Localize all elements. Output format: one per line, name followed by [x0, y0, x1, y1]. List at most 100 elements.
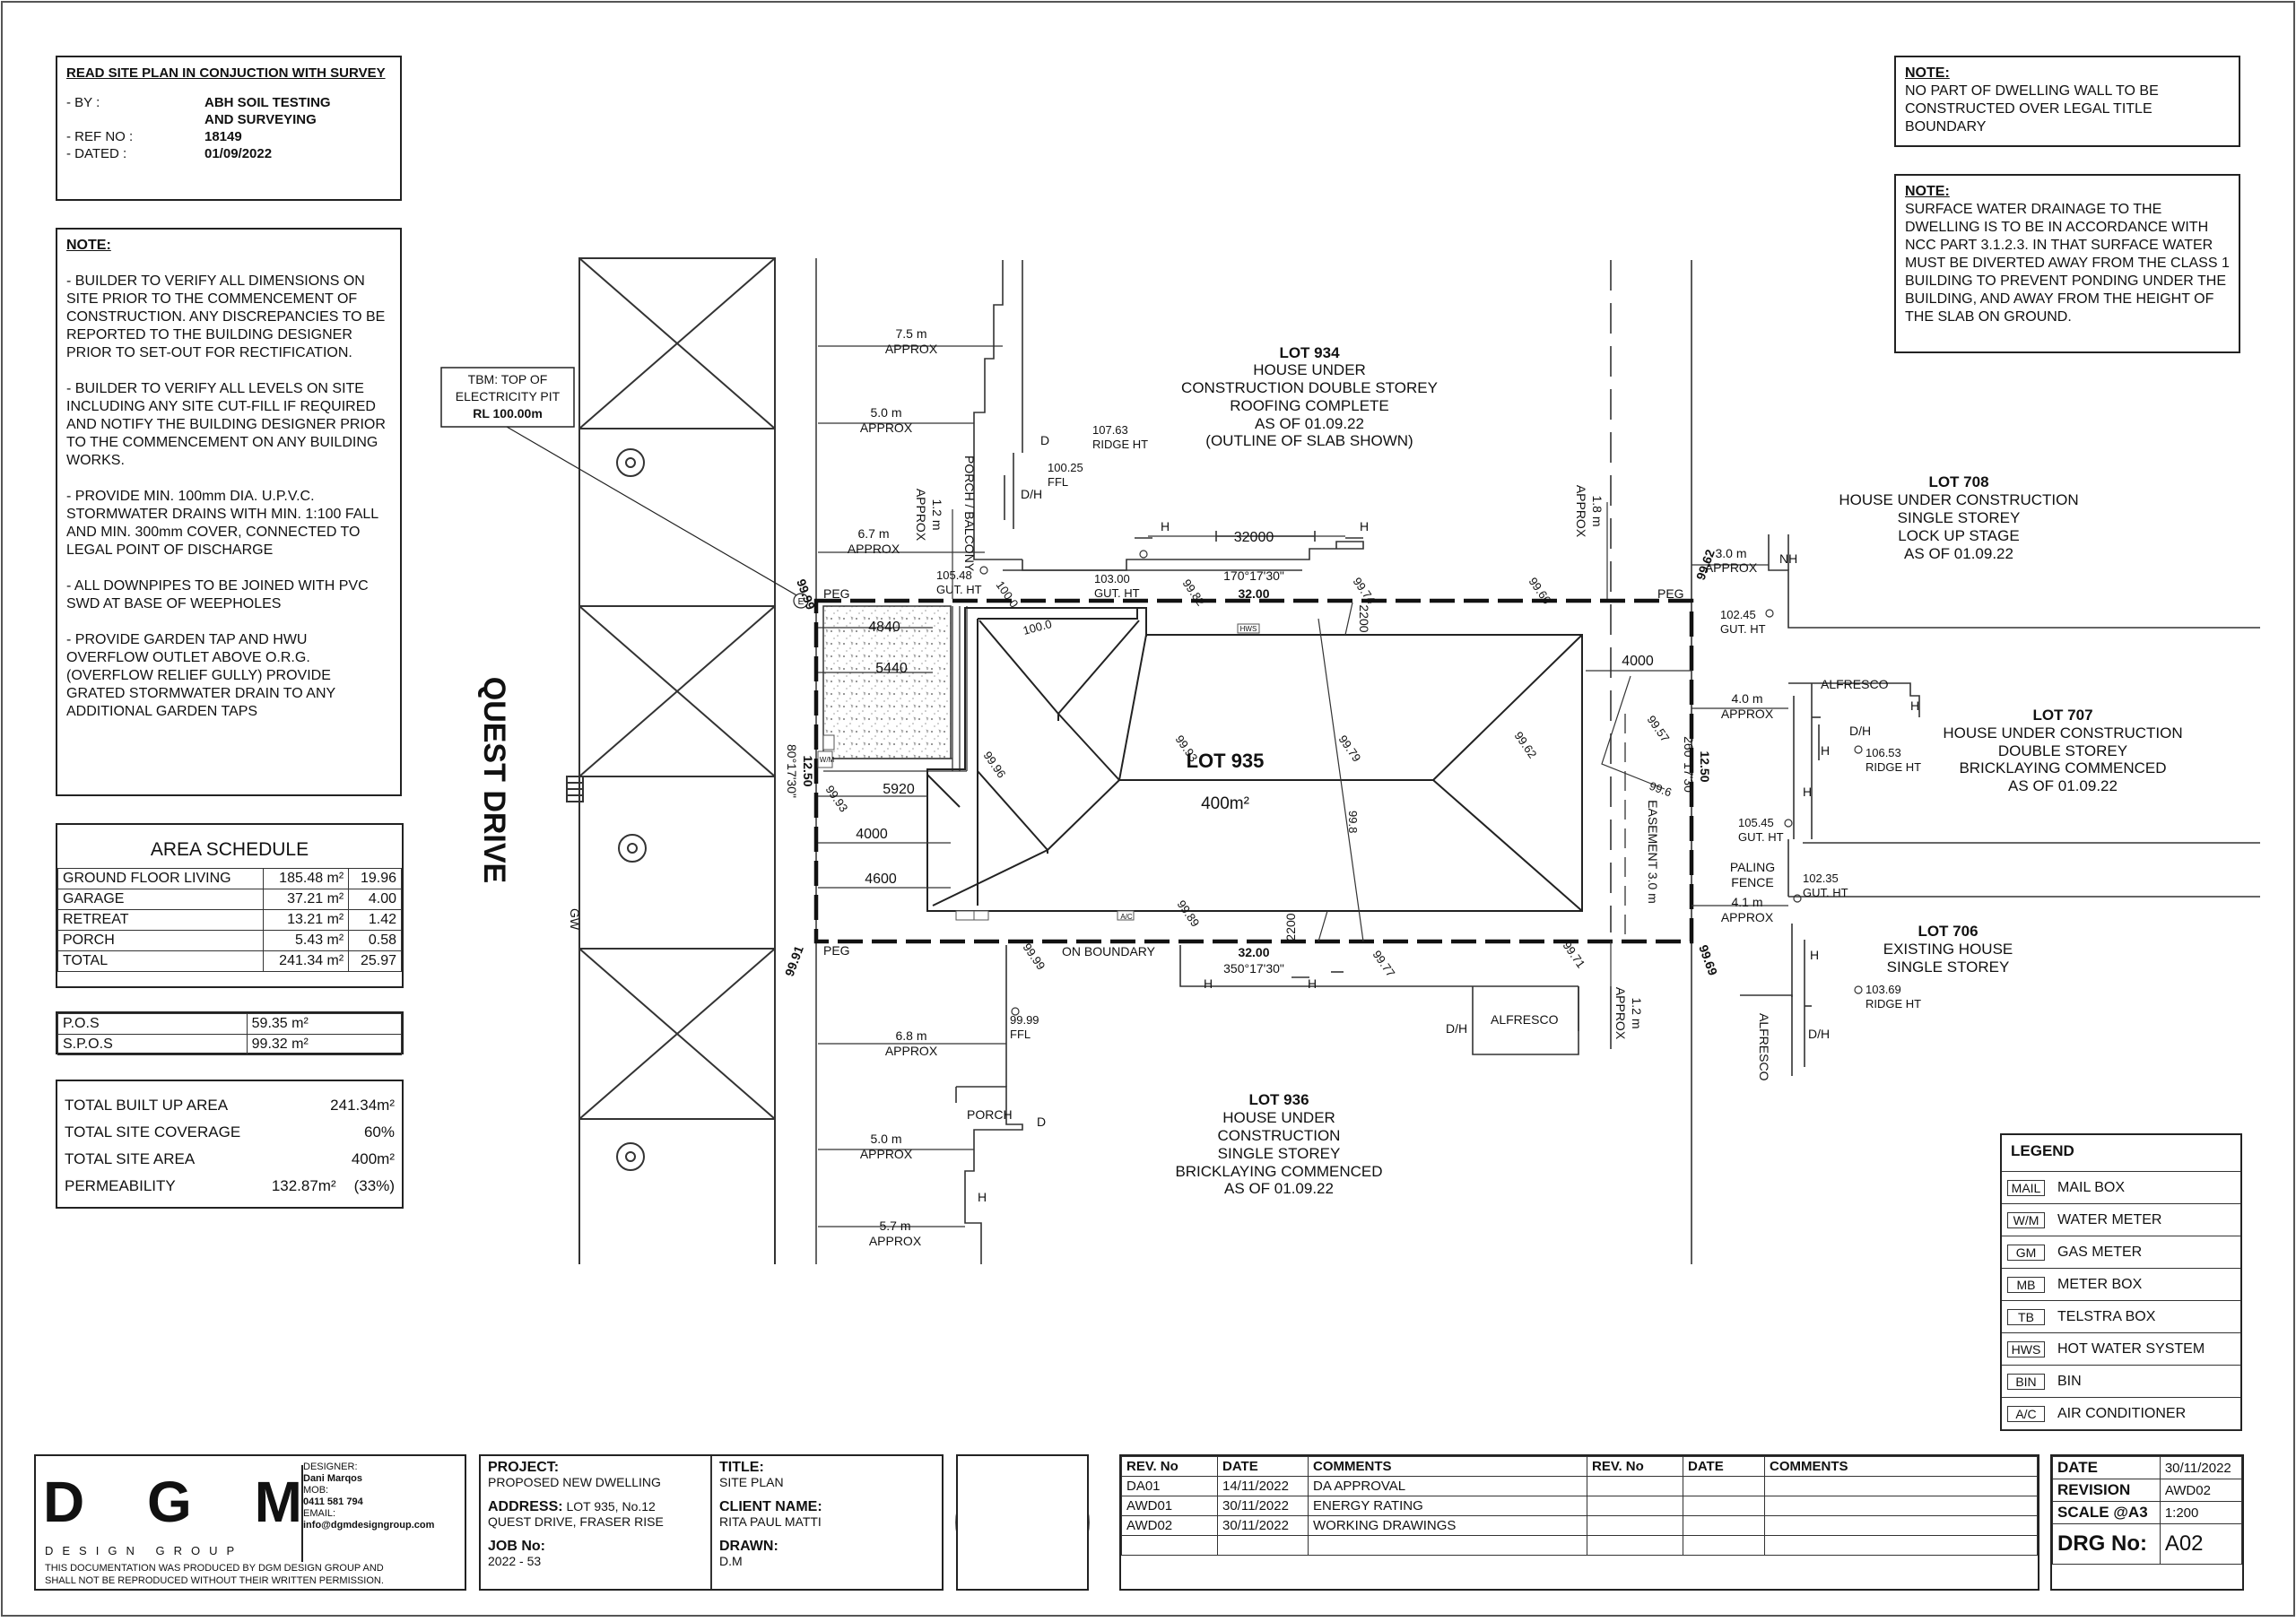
lot-936-line-6: AS OF 01.09.22 — [1224, 1180, 1334, 1197]
peg-ne: PEG — [1657, 586, 1684, 601]
lot-706-title: LOT 706 — [1918, 923, 1978, 940]
date-header: DATE — [1217, 1456, 1309, 1477]
area-squares: 19.96 — [348, 868, 402, 889]
setback-5-7-approx: APPROX — [869, 1234, 922, 1248]
legend-symbol: BIN — [2007, 1373, 2045, 1390]
rev-comment-cell: DA APPROVAL — [1308, 1476, 1587, 1496]
peg-sw: PEG — [823, 943, 850, 958]
lot-935-boundary — [813, 598, 1694, 944]
area-name: GARAGE — [57, 889, 264, 910]
lot-707-line-3: DOUBLE STOREY — [1998, 742, 2127, 759]
lot-936-line-5: BRICKLAYING COMMENCED — [1175, 1163, 1382, 1180]
level-105-48: 105.48 — [936, 568, 972, 582]
rev-cell: DA01 — [1121, 1476, 1218, 1496]
total-built-up-label: TOTAL BUILT UP AREA — [65, 1097, 229, 1114]
svg-text:E: E — [798, 597, 804, 607]
permeability-percent: (33%) — [353, 1177, 395, 1194]
legend-item: TB TELSTRA BOX — [2002, 1301, 2240, 1333]
by-label: - BY : — [66, 95, 100, 110]
revision-value: AWD02 — [2159, 1479, 2243, 1502]
table-row — [1121, 1535, 2038, 1556]
lot-935-label: LOT 935 — [1187, 750, 1265, 772]
lot-936-title: LOT 936 — [1248, 1091, 1309, 1108]
h-mark-6: H — [1810, 948, 1819, 962]
level-gut-ht-4: GUT. HT — [1738, 830, 1784, 844]
setback-6-8-approx: APPROX — [885, 1044, 938, 1058]
setback-5-0-bottom: 5.0 m — [870, 1132, 901, 1146]
dim-4000-left: 4000 — [856, 827, 888, 842]
rev-comment-cell: WORKING DRAWINGS — [1308, 1515, 1587, 1536]
spos-name: S.P.O.S — [57, 1034, 248, 1055]
project-label: PROJECT: — [488, 1460, 560, 1475]
area-name: PORCH — [57, 930, 264, 951]
level-103-00: 103.00 — [1094, 572, 1130, 585]
level-99-79: 99.79 — [1336, 733, 1364, 764]
builder-note-item-2: - BUILDER TO VERIFY ALL LEVELS ON SITE I… — [66, 381, 386, 468]
legend-symbol: TB — [2007, 1308, 2045, 1325]
d-mark-2: D — [1037, 1115, 1046, 1129]
dim-5920: 5920 — [883, 782, 915, 797]
level-ridge-ht-3: RIDGE HT — [1866, 997, 1921, 1010]
rev-date-cell: 14/11/2022 — [1217, 1476, 1309, 1496]
setback-7-5: 7.5 m — [895, 326, 926, 341]
lot-708-line-4: LOCK UP STAGE — [1898, 527, 2019, 544]
rev-header: REV. No — [1121, 1456, 1218, 1477]
by-value-2: AND SURVEYING — [204, 112, 317, 127]
dim-5440: 5440 — [875, 661, 908, 676]
lot-707-title: LOT 707 — [2032, 707, 2092, 724]
site-area-value: 400m² — [351, 1150, 395, 1167]
boundary-note: NOTE: NO PART OF DWELLING WALL TO BE CON… — [1894, 56, 2240, 147]
setback-5-0-top: 5.0 m — [870, 405, 901, 420]
left-length: 12.50 — [801, 755, 815, 786]
area-squares: 0.58 — [348, 930, 402, 951]
rev-header-2: REV. No — [1587, 1456, 1683, 1477]
nh-mark: NH — [1779, 551, 1797, 566]
setback-4-0: 4.0 m — [1731, 691, 1762, 706]
legend-symbol: W/M — [2007, 1211, 2045, 1228]
title-label: TITLE: — [719, 1460, 764, 1475]
h-mark-7: H — [1204, 976, 1213, 991]
tbm-line-2: ELECTRICITY PIT — [456, 389, 561, 403]
revisions-block: REV. No DATE COMMENTS REV. No DATE COMME… — [1119, 1454, 2039, 1591]
company-logo-subtitle: DESIGN GROUP — [45, 1544, 244, 1557]
spos-value: 99.32 m² — [246, 1034, 403, 1055]
project-value: PROPOSED NEW DWELLING — [488, 1475, 661, 1489]
drawn-label: DRAWN: — [719, 1539, 778, 1554]
drawn-value: D.M — [719, 1554, 743, 1568]
level-99-8: 99.8 — [1346, 811, 1360, 833]
dated-value: 01/09/2022 — [204, 146, 273, 161]
level-99-57: 99.57 — [1645, 713, 1673, 744]
revision-label: REVISION — [2052, 1479, 2161, 1502]
mob-value: 0411 581 794 — [303, 1496, 363, 1507]
ac-mark: A/C — [1120, 913, 1133, 921]
corner-level-sw: 99.91 — [782, 943, 806, 978]
dim-4600: 4600 — [865, 872, 897, 887]
setback-3-0-approx: APPROX — [1705, 560, 1758, 575]
lot-934-line-5: AS OF 01.09.22 — [1255, 415, 1364, 432]
pos-name: P.O.S — [57, 1013, 248, 1035]
gw-label: GW — [568, 908, 582, 931]
porch-label: PORCH — [967, 1107, 1013, 1122]
job-value: 2022 - 53 — [488, 1554, 542, 1568]
level-102-35: 102.35 — [1803, 872, 1839, 885]
h-mark-4: H — [1821, 743, 1830, 758]
legend-label: TELSTRA BOX — [2057, 1308, 2156, 1324]
setback-7-5-approx: APPROX — [885, 342, 938, 356]
peg-nw: PEG — [823, 586, 850, 601]
disclaimer-line-1: THIS DOCUMENTATION WAS PRODUCED BY DGM D… — [45, 1563, 384, 1574]
rev-cell: AWD01 — [1121, 1496, 1218, 1516]
legend-label: BIN — [2057, 1373, 2082, 1389]
designer-name: Dani Marqos — [303, 1473, 363, 1484]
dim-32000: 32000 — [1234, 530, 1274, 545]
dim-2200-bottom: 2200 — [1283, 913, 1298, 941]
top-length: 32.00 — [1238, 586, 1269, 601]
dh-mark-1: D/H — [1021, 487, 1042, 501]
